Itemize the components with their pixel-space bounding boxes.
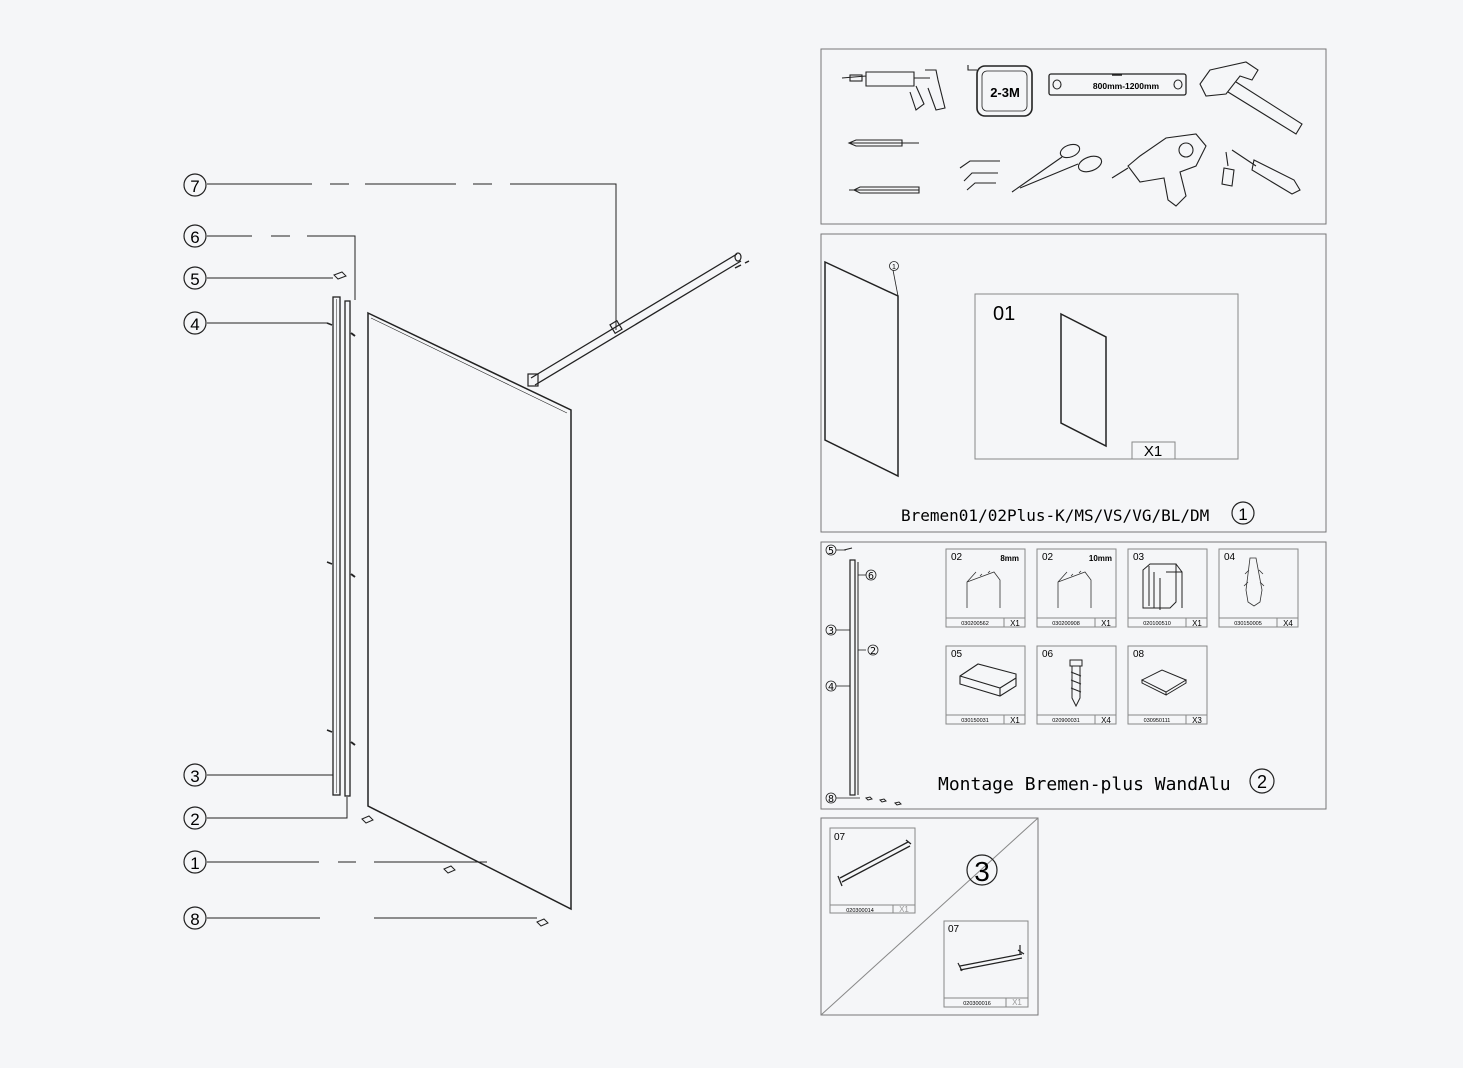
svg-text:020300014: 020300014 xyxy=(846,908,874,914)
drill-bit-icon xyxy=(847,139,920,194)
panel-3: 3 07 020300014 X1 07 020300016 X1 xyxy=(820,817,1039,1016)
svg-text:03: 03 xyxy=(1133,552,1145,563)
scissors-icon xyxy=(1011,143,1103,193)
step-number: 1 xyxy=(1238,505,1247,524)
svg-text:05: 05 xyxy=(951,649,963,660)
part-code: 01 xyxy=(993,303,1015,325)
panel-2: 5 6 3 2 4 8 02 8mm 030200562 X1 xyxy=(820,541,1327,810)
hex-key-icon xyxy=(959,160,1000,191)
svg-text:07: 07 xyxy=(834,832,846,843)
svg-text:6: 6 xyxy=(190,228,199,247)
svg-text:X1: X1 xyxy=(1010,619,1020,628)
svg-text:02: 02 xyxy=(951,552,963,563)
svg-text:X1: X1 xyxy=(1012,998,1022,1007)
mini-callout: 3 xyxy=(828,626,834,637)
part-box: 05 030150031 X1 xyxy=(945,645,1026,725)
hammer-icon xyxy=(1199,61,1303,135)
svg-text:06: 06 xyxy=(1042,649,1054,660)
svg-text:X1: X1 xyxy=(899,905,909,914)
svg-text:030150031: 030150031 xyxy=(961,718,989,724)
svg-text:020900031: 020900031 xyxy=(1052,718,1080,724)
part-box: 08 030950111 X3 xyxy=(1127,645,1208,725)
svg-text:030200908: 030200908 xyxy=(1052,621,1080,627)
svg-text:X1: X1 xyxy=(1101,619,1111,628)
svg-text:4: 4 xyxy=(190,315,199,334)
exploded-view xyxy=(326,252,750,927)
clamp-profile xyxy=(344,300,351,797)
screwdriver-icon xyxy=(1221,149,1301,195)
svg-text:020100510: 020100510 xyxy=(1143,621,1171,627)
step-number: 3 xyxy=(974,856,990,887)
mini-callout: 2 xyxy=(870,646,876,657)
callout-7: 7 xyxy=(183,173,207,197)
stabilizer-bar xyxy=(527,252,750,387)
part-box: 07 020300016 X1 xyxy=(943,920,1029,1008)
level-icon xyxy=(1048,73,1187,96)
glass-callout: 1 xyxy=(892,264,896,271)
mini-callout: 4 xyxy=(828,682,834,693)
svg-text:1: 1 xyxy=(190,854,199,873)
part-box: 06 020900031 X4 xyxy=(1036,645,1117,725)
mount-caption: Montage Bremen-plus WandAlu xyxy=(938,774,1231,795)
svg-text:030200562: 030200562 xyxy=(961,621,989,627)
callout-2: 2 xyxy=(183,806,207,830)
part-box: 02 8mm 030200562 X1 xyxy=(945,548,1026,628)
mini-callout: 8 xyxy=(828,794,834,805)
svg-text:8mm: 8mm xyxy=(1000,554,1019,563)
part-box: 03 020100510 X1 xyxy=(1127,548,1208,628)
svg-text:X1: X1 xyxy=(1192,619,1202,628)
svg-text:10mm: 10mm xyxy=(1089,554,1112,563)
callout-8: 8 xyxy=(183,906,207,930)
svg-text:X4: X4 xyxy=(1283,619,1293,628)
tape-label: 2-3M xyxy=(990,85,1020,100)
svg-text:8: 8 xyxy=(190,910,199,929)
part-box: 04 030150005 X4 xyxy=(1218,548,1299,628)
svg-text:2: 2 xyxy=(190,810,199,829)
callout-3: 3 xyxy=(183,763,207,787)
callout-6: 6 xyxy=(183,224,207,248)
svg-text:X1: X1 xyxy=(1010,716,1020,725)
svg-text:X4: X4 xyxy=(1101,716,1111,725)
svg-text:5: 5 xyxy=(190,270,199,289)
power-drill-icon xyxy=(1111,133,1207,207)
tools-panel: 2-3M 800mm-1200mm xyxy=(820,48,1327,225)
svg-text:3: 3 xyxy=(190,767,199,786)
svg-text:030950111: 030950111 xyxy=(1144,718,1171,724)
svg-text:030150005: 030150005 xyxy=(1234,621,1262,627)
leader-lines xyxy=(207,183,617,919)
model-caption: Bremen01/02Plus-K/MS/VS/VG/BL/DM xyxy=(901,506,1209,525)
tape-measure-icon xyxy=(967,65,1033,117)
qty-label: X1 xyxy=(1144,443,1162,460)
svg-text:07: 07 xyxy=(948,924,960,935)
panel-1: 1 01 X1 Bremen01/02Plus-K/MS/VS/VG/BL/DM… xyxy=(820,233,1327,533)
mini-callout: 6 xyxy=(868,571,874,582)
svg-text:020300016: 020300016 xyxy=(963,1001,991,1007)
callout-4: 4 xyxy=(183,311,207,335)
callout-5: 5 xyxy=(183,266,207,290)
part-box: 07 020300014 X1 xyxy=(829,827,916,914)
svg-text:08: 08 xyxy=(1133,649,1145,660)
step-number: 2 xyxy=(1257,772,1267,792)
level-label: 800mm-1200mm xyxy=(1093,81,1160,91)
svg-text:X3: X3 xyxy=(1192,716,1202,725)
pad-part xyxy=(361,815,374,824)
pad-part xyxy=(536,918,549,927)
svg-text:02: 02 xyxy=(1042,552,1054,563)
pad-part xyxy=(443,865,456,874)
glass-panel xyxy=(367,311,572,911)
svg-text:04: 04 xyxy=(1224,552,1236,563)
mini-callout: 5 xyxy=(828,546,834,557)
caulk-gun-icon xyxy=(841,69,946,111)
svg-text:7: 7 xyxy=(190,177,199,196)
wall-profile xyxy=(332,296,341,796)
callout-1: 1 xyxy=(183,850,207,874)
part-box: 02 10mm 030200908 X1 xyxy=(1036,548,1117,628)
